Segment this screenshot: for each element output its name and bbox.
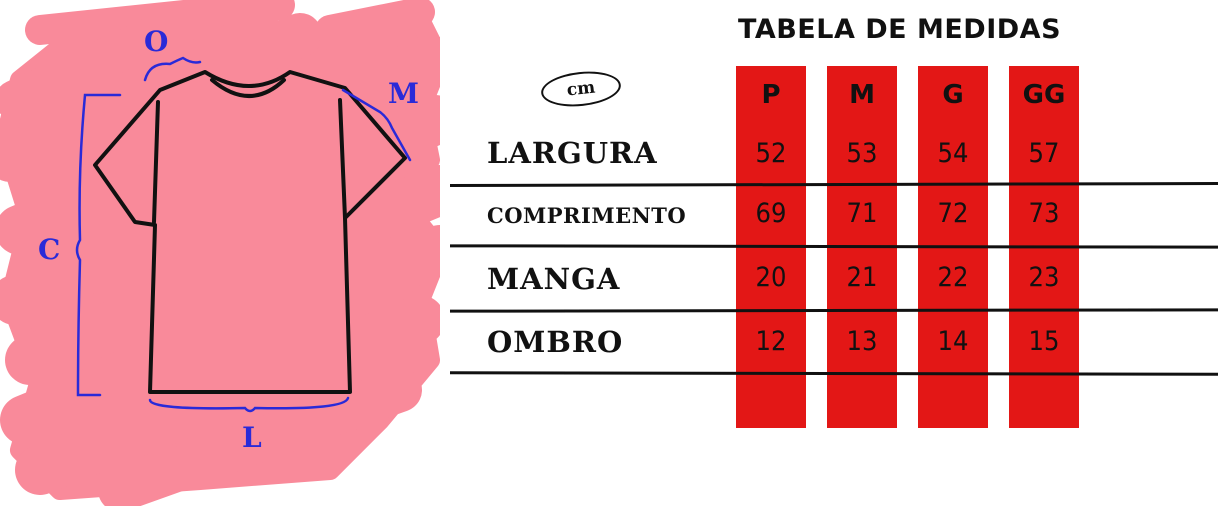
dimension-label-l: L [242,421,262,454]
table-cell: 71 [846,198,878,229]
table-cell: 57 [1028,138,1060,169]
table-cell: 13 [846,326,878,357]
table-cell: 52 [755,138,787,169]
table-cell: 22 [937,262,969,293]
table-cell: 21 [846,262,878,293]
table-cell: 69 [755,198,787,229]
size-header-gg: GG [1022,80,1066,110]
size-header-g: G [942,80,964,110]
table-cell: 20 [755,262,787,293]
table-cell: 72 [937,198,969,229]
size-header-p: P [761,80,781,110]
unit-badge: cm [539,67,623,111]
dimension-label-m: M [388,77,419,110]
tshirt-outline [93,70,407,394]
row-label-comprimento: COMPRIMENTO [487,203,687,228]
table-cell: 12 [755,326,787,357]
table-cell: 23 [1028,262,1060,293]
table-cell: 53 [846,138,878,169]
table-cell: 15 [1028,326,1060,357]
table-cell: 14 [937,326,969,357]
unit-label: cm [565,77,597,101]
table-cell: 54 [937,138,969,169]
row-label-ombro: OMBRO [487,325,624,359]
tshirt-diagram [0,0,440,506]
table-title: TABELA DE MEDIDAS [738,14,1062,45]
row-label-largura: LARGURA [487,136,658,170]
dimension-brackets [75,56,412,413]
row-label-manga: MANGA [487,262,621,296]
table-cell: 73 [1028,198,1060,229]
size-header-m: M [849,80,875,110]
dimension-label-o: O [144,25,169,58]
dimension-label-c: C [38,233,61,266]
